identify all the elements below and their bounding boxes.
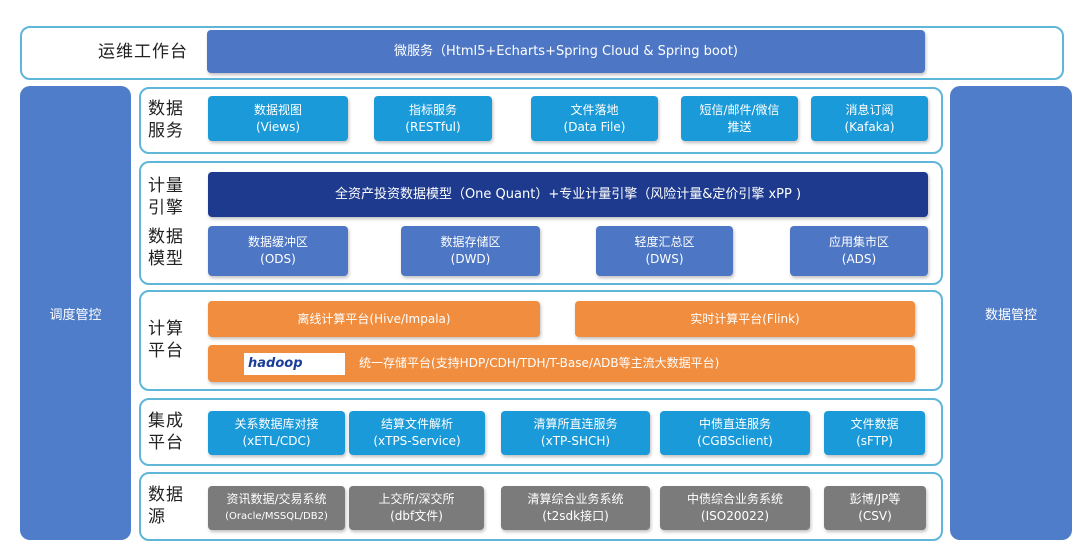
box-line: (CSV) [858,509,892,523]
box-line: (xTPS-Service) [373,434,461,448]
integration-label: 集成平台 [148,410,184,454]
label-line: 集成 [148,411,184,431]
service-box: 文件落地 (Data File) [531,96,658,141]
label-line: 服务 [148,121,184,141]
quant-engine-bar: 全资产投资数据模型（One Quant）+专业计量引擎（风险计量&定价引擎 xP… [208,172,928,217]
integration-box: 中债直连服务 (CGBSclient) [660,411,810,455]
source-box: 资讯数据/交易系统 (Oracle/MSSQL/DB2) [208,486,345,530]
storage-platform-text: 统一存储平台(支持HDP/CDH/TDH/T-Base/ADB等主流大数据平台) [359,356,720,370]
scheduling-control-panel: 调度管控 [20,86,131,540]
offline-compute-box: 离线计算平台(Hive/Impala) [208,301,540,337]
box-line: 结算文件解析 [380,417,453,431]
integration-box: 文件数据 (sFTP) [824,411,925,455]
box-line: 清算所直连服务 [533,417,618,431]
source-box: 上交所/深交所 (dbf文件) [349,486,484,530]
box-line: 指标服务 [408,102,457,117]
integration-box: 清算所直连服务 (xTP-SHCH) [501,411,650,455]
label-line: 计算 [148,319,184,339]
box-line: 数据存储区 [440,235,501,249]
ops-label: 运维工作台 [98,42,188,62]
label-line: 引擎 [148,198,184,218]
box-line: 消息订阅 [845,102,894,117]
engine-label: 计量引擎 [148,175,184,219]
box-line: 中债综合业务系统 [686,492,783,506]
box-line: (Data File) [563,119,626,134]
box-line: (Kafaka) [844,119,895,134]
box-line: 文件落地 [570,102,619,117]
box-line: 推送 [727,119,752,134]
box-line: 资讯数据/交易系统 [226,492,327,506]
box-line: (ISO20022) [700,509,770,523]
label-line: 源 [148,507,166,527]
model-box: 数据缓冲区 (ODS) [208,226,348,276]
compute-label: 计算平台 [148,318,184,362]
storage-platform-box: hadoop 统一存储平台(支持HDP/CDH/TDH/T-Base/ADB等主… [208,345,915,382]
label-line: 数据 [148,227,184,247]
box-line: (xTP-SHCH) [540,434,611,448]
box-line: 关系数据库对接 [234,417,319,431]
box-line: 文件数据 [850,417,899,431]
label-line: 数据 [148,99,184,119]
box-line: 彭博/JP等 [849,492,901,506]
realtime-compute-box: 实时计算平台(Flink) [575,301,915,337]
integration-box: 关系数据库对接 (xETL/CDC) [208,411,345,455]
box-line: (sFTP) [856,434,893,448]
box-line: (DWS) [645,252,684,266]
box-line: (Oracle/MSSQL/DB2) [225,511,328,522]
data-service-label: 数据服务 [148,98,184,142]
box-line: (dbf文件) [390,509,443,523]
box-line: 中债直连服务 [698,417,771,431]
label-line: 平台 [148,433,184,453]
service-box: 数据视图 (Views) [208,96,348,141]
box-line: (RESTful) [405,119,461,134]
box-line: 数据视图 [253,102,302,117]
model-label: 数据模型 [148,226,184,270]
box-line: 数据缓冲区 [247,235,308,249]
box-line: (CGBSclient) [697,434,773,448]
box-line: 短信/邮件/微信 [699,102,780,117]
source-box: 中债综合业务系统 (ISO20022) [660,486,810,530]
box-line: (ADS) [841,252,877,266]
model-box: 应用集市区 (ADS) [790,226,928,276]
model-box: 轻度汇总区 (DWS) [596,226,733,276]
box-line: 应用集市区 [828,235,889,249]
label-line: 计量 [148,176,184,196]
source-box: 清算综合业务系统 (t2sdk接口) [501,486,650,530]
box-line: 上交所/深交所 [378,492,455,506]
box-line: (DWD) [450,252,491,266]
data-governance-panel: 数据管控 [950,86,1072,540]
box-line: (ODS) [260,252,296,266]
box-line: 轻度汇总区 [634,235,695,249]
integration-box: 结算文件解析 (xTPS-Service) [349,411,485,455]
box-line: (xETL/CDC) [242,434,311,448]
label-line: 数据 [148,485,184,505]
service-box: 消息订阅 (Kafaka) [811,96,928,141]
microservice-bar: 微服务（Html5+Echarts+Spring Cloud & Spring … [207,30,925,73]
label-line: 平台 [148,341,184,361]
data-source-label: 数据源 [148,484,184,528]
service-box: 短信/邮件/微信推送 [681,96,798,141]
model-box: 数据存储区 (DWD) [401,226,540,276]
hadoop-logo: hadoop [244,352,345,375]
box-line: (Views) [255,119,301,134]
box-line: 清算综合业务系统 [527,492,624,506]
source-box: 彭博/JP等 (CSV) [824,486,926,530]
box-line: (t2sdk接口) [542,509,609,523]
label-line: 模型 [148,249,184,269]
service-box: 指标服务 (RESTful) [374,96,492,141]
